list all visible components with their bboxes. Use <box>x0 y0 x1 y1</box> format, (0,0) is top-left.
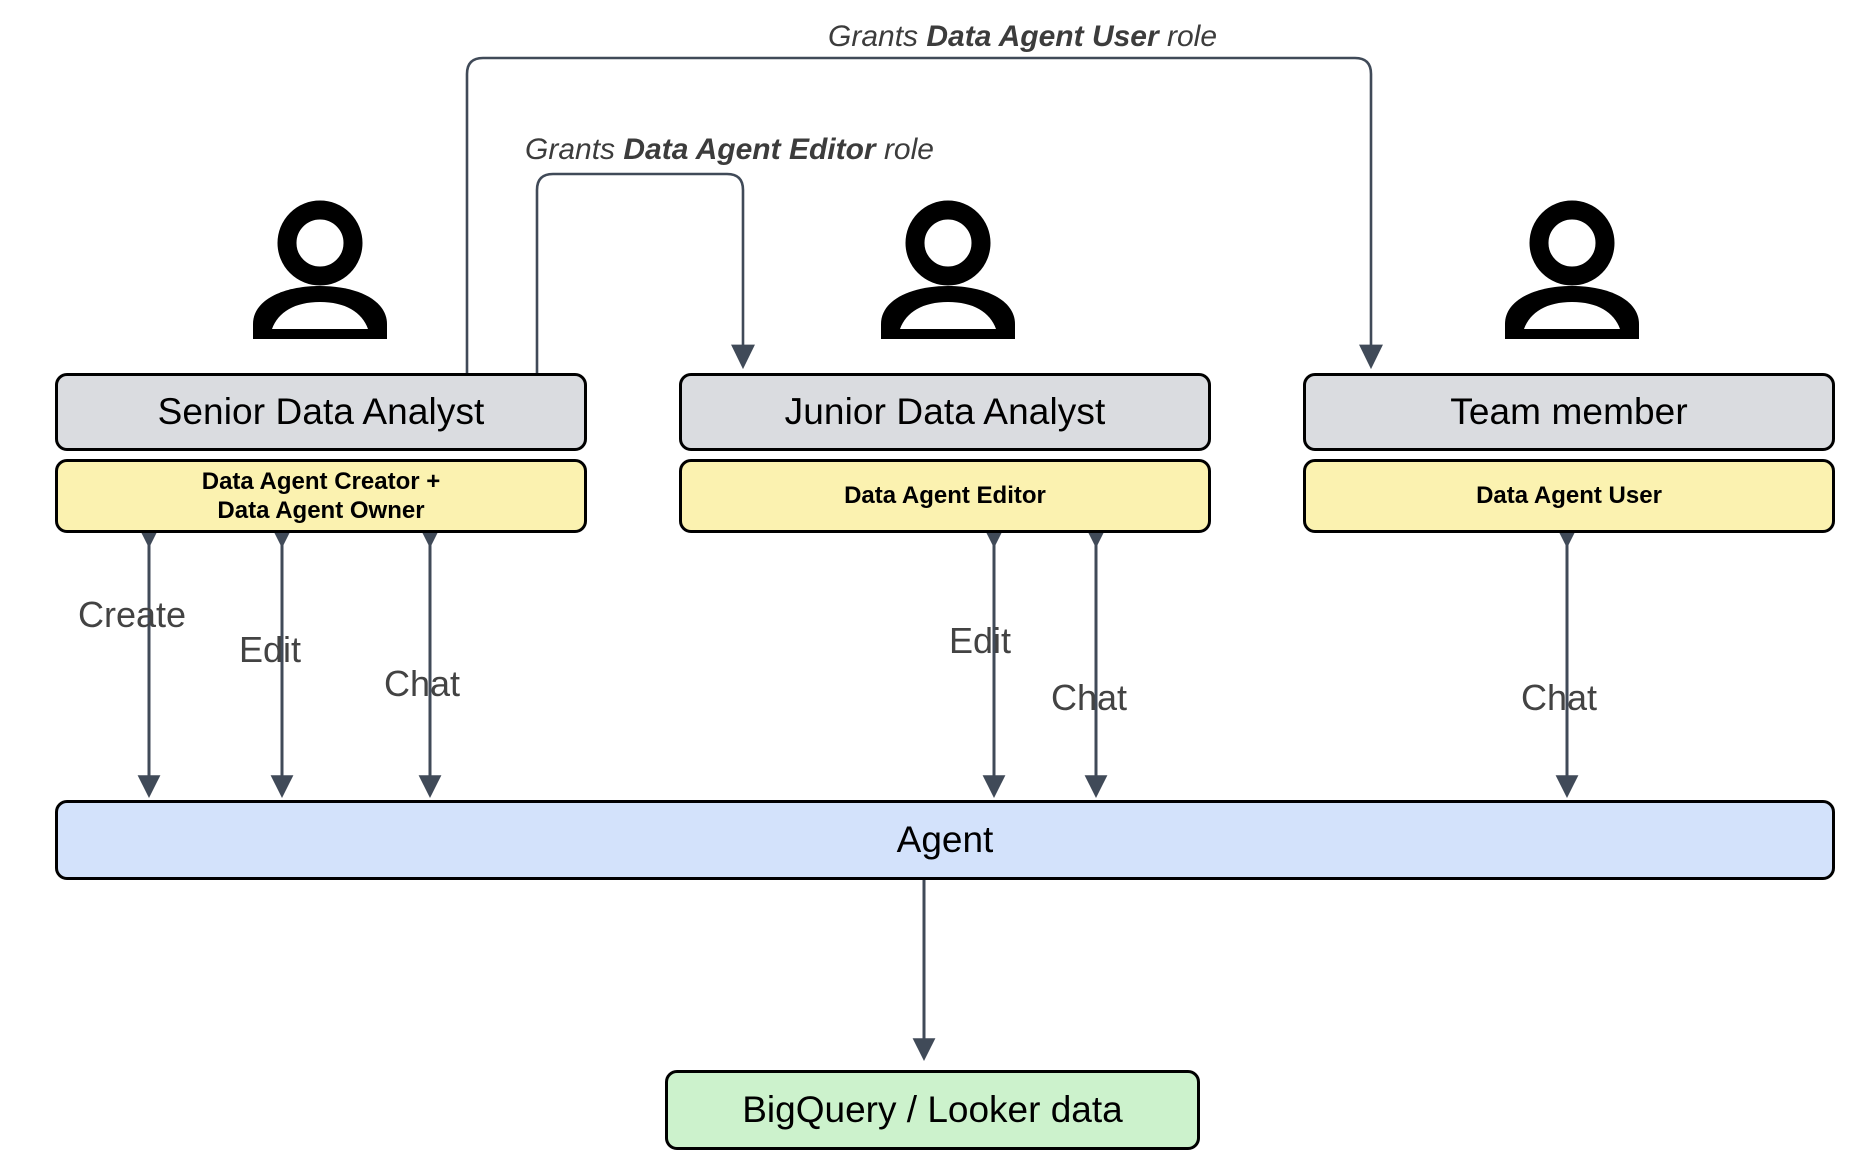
datasource-label: BigQuery / Looker data <box>742 1089 1123 1130</box>
persona-title-label: Senior Data Analyst <box>157 391 485 432</box>
edge-label-senior-edit: Edit <box>239 629 302 670</box>
edge-grants-data-agent-editor <box>535 172 755 375</box>
persona-title-label: Team member <box>1450 391 1688 432</box>
edge-label-junior-edit: Edit <box>949 620 1012 661</box>
grant-role: Data Agent User <box>926 20 1159 53</box>
agent-box[interactable]: Agent <box>55 800 1835 880</box>
grant-suffix: role <box>1158 20 1218 53</box>
edge-label-team-chat: Chat <box>1521 677 1598 718</box>
person-icon <box>1505 200 1639 339</box>
grant-suffix: role <box>875 133 934 166</box>
persona-role-label: Data Agent Editor <box>844 482 1046 510</box>
edge-label-senior-chat: Chat <box>384 663 461 704</box>
persona-title-team-member[interactable]: Team member <box>1303 373 1835 451</box>
persona-role-team-member[interactable]: Data Agent User <box>1303 459 1835 533</box>
persona-role-label: Data Agent Creator + Data Agent Owner <box>202 467 441 526</box>
persona-role-label: Data Agent User <box>1476 482 1662 510</box>
persona-title-label: Junior Data Analyst <box>784 391 1106 432</box>
persona-role-junior-data-analyst[interactable]: Data Agent Editor <box>679 459 1211 533</box>
person-icon <box>881 200 1015 339</box>
persona-role-line-2: Data Agent Owner <box>217 497 425 524</box>
persona-title-junior-data-analyst[interactable]: Junior Data Analyst <box>679 373 1211 451</box>
agent-label: Agent <box>896 819 994 860</box>
edge-label-junior-chat: Chat <box>1051 677 1128 718</box>
grant-prefix: Grants <box>525 133 624 166</box>
datasource-box[interactable]: BigQuery / Looker data <box>665 1070 1200 1150</box>
grant-role: Data Agent Editor <box>623 133 876 166</box>
persona-role-senior-data-analyst[interactable]: Data Agent Creator + Data Agent Owner <box>55 459 587 533</box>
grant-label-data-agent-user: Grants Data Agent User role <box>828 20 1217 54</box>
grant-label-data-agent-editor: Grants Data Agent Editor role <box>525 133 934 167</box>
persona-title-senior-data-analyst[interactable]: Senior Data Analyst <box>55 373 587 451</box>
person-icon <box>253 200 387 339</box>
grant-prefix: Grants <box>828 20 927 53</box>
edge-label-senior-create: Create <box>78 594 187 635</box>
persona-role-line-1: Data Agent Creator + <box>201 467 441 495</box>
